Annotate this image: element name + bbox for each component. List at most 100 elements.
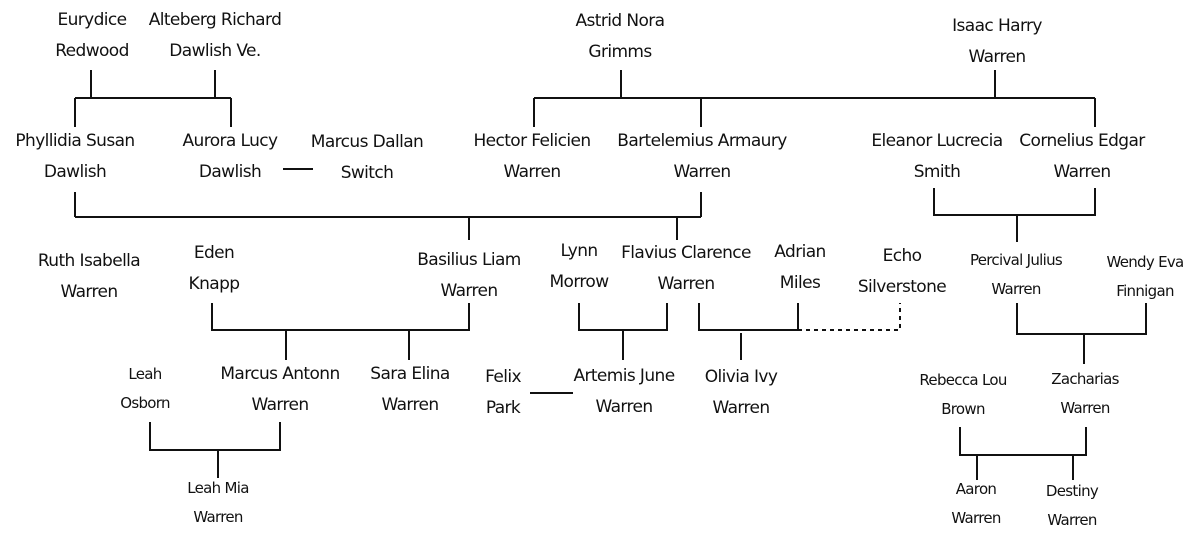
person-name-line: Warren — [193, 508, 243, 526]
person-name-line: Ruth Isabella — [37, 251, 141, 271]
couple-bar-lynn-flavius — [578, 303, 668, 331]
person-name-line: Leah Mia — [187, 479, 249, 497]
person-name-line: Warren — [503, 162, 561, 182]
person-name-line: Marcus Dallan — [310, 132, 424, 152]
person-destiny-warren: Destiny Warren — [1045, 477, 1099, 535]
person-echo-silverstone: Echo Silverstone — [857, 241, 947, 303]
person-hector-warren: Hector Felicien Warren — [473, 126, 591, 188]
person-name-line: Switch — [340, 163, 394, 183]
person-name-line: Warren — [1053, 162, 1111, 182]
couple-bar-leah-marcus — [149, 422, 281, 451]
person-name-line: Miles — [779, 273, 821, 293]
person-name-line: Warren — [60, 282, 118, 302]
person-name-line: Basilius Liam — [417, 250, 521, 270]
person-name-line: Redwood — [55, 41, 129, 61]
person-adrian-miles: Adrian Miles — [774, 237, 826, 299]
person-name-line: Warren — [251, 395, 309, 415]
dashed-link-adrian-echo — [798, 303, 901, 331]
person-rebecca-brown: Rebecca Lou Brown — [919, 366, 1007, 424]
person-name-line: Bartelemius Armaury — [617, 131, 787, 151]
person-name-line: Astrid Nora — [575, 11, 666, 31]
person-aaron-warren: Aaron Warren — [951, 475, 1001, 533]
person-name-line: Smith — [913, 162, 961, 182]
person-name-line: Artemis June — [573, 366, 675, 386]
person-name-line: Warren — [595, 397, 653, 417]
person-name-line: Warren — [381, 395, 439, 415]
person-ruth-warren: Ruth Isabella Warren — [37, 246, 141, 308]
person-marcus-dallan-switch: Marcus Dallan Switch — [310, 127, 424, 189]
person-name-line: Warren — [991, 280, 1041, 298]
person-name-line: Rebecca Lou — [919, 371, 1007, 389]
person-name-line: Sara Elina — [370, 364, 450, 384]
person-name-line: Dawlish Ve. — [169, 41, 261, 61]
person-name-line: Brown — [941, 400, 985, 418]
person-lynn-morrow: Lynn Morrow — [549, 236, 609, 298]
person-marcus-antonn-warren: Marcus Antonn Warren — [220, 359, 340, 421]
person-flavius-warren: Flavius Clarence Warren — [621, 238, 751, 300]
person-name-line: Warren — [657, 274, 715, 294]
person-name-line: Park — [485, 398, 521, 418]
person-isaac-warren: Isaac Harry Warren — [952, 11, 1042, 73]
person-leah-mia-warren: Leah Mia Warren — [187, 474, 249, 532]
person-astrid-grimms: Astrid Nora Grimms — [575, 6, 666, 68]
person-zacharias-warren: Zacharias Warren — [1051, 365, 1119, 423]
person-wendy-finnigan: Wendy Eva Finnigan — [1106, 248, 1184, 306]
person-name-line: Finnigan — [1116, 282, 1174, 300]
person-name-line: Phyllidia Susan — [15, 131, 135, 151]
person-name-line: Eleanor Lucrecia — [871, 131, 1003, 151]
person-cornelius-warren: Cornelius Edgar Warren — [1019, 126, 1145, 188]
person-eden-knapp: Eden Knapp — [188, 238, 241, 300]
person-name-line: Alteberg Richard — [148, 10, 282, 30]
person-name-line: Silverstone — [857, 277, 947, 297]
person-name-line: Percival Julius — [969, 251, 1063, 269]
person-percival-warren: Percival Julius Warren — [969, 246, 1063, 304]
person-name-line: Leah — [128, 365, 162, 383]
person-name-line: Knapp — [188, 274, 241, 294]
person-leah-osborn: Leah Osborn — [120, 360, 170, 418]
couple-bar-flavius-adrian — [698, 303, 799, 331]
couple-bar-eleanor-cornelius — [933, 188, 1096, 216]
person-name-line: Eurydice — [57, 10, 127, 30]
person-artemis-warren: Artemis June Warren — [573, 361, 675, 423]
person-name-line: Grimms — [588, 42, 652, 62]
person-name-line: Echo — [882, 246, 922, 266]
person-name-line: Dawlish — [43, 162, 107, 182]
person-aurora-dawlish: Aurora Lucy Dawlish — [182, 126, 279, 188]
person-name-line: Osborn — [120, 394, 170, 412]
couple-bar-percival-wendy — [1016, 303, 1147, 335]
person-name-line: Adrian — [774, 242, 826, 262]
person-name-line: Warren — [440, 281, 498, 301]
couple-bar-rebecca-zacharias — [959, 427, 1087, 456]
person-basilius-warren: Basilius Liam Warren — [417, 245, 521, 307]
person-name-line: Destiny — [1045, 482, 1099, 500]
person-name-line: Isaac Harry — [952, 16, 1042, 36]
couple-bar-eden-basilius — [211, 303, 470, 331]
person-name-line: Warren — [712, 398, 770, 418]
person-name-line: Eden — [193, 243, 235, 263]
person-olivia-warren: Olivia Ivy Warren — [705, 362, 778, 424]
person-name-line: Warren — [951, 509, 1001, 527]
person-name-line: Felix — [485, 367, 521, 387]
person-name-line: Morrow — [549, 272, 609, 292]
person-name-line: Aaron — [955, 480, 997, 498]
person-alteberg-dawlish: Alteberg Richard Dawlish Ve. — [149, 5, 282, 67]
person-name-line: Marcus Antonn — [220, 364, 340, 384]
person-name-line: Wendy Eva — [1106, 253, 1184, 271]
person-name-line: Zacharias — [1051, 370, 1119, 388]
person-name-line: Cornelius Edgar — [1019, 131, 1145, 151]
person-name-line: Dawlish — [198, 162, 262, 182]
person-name-line: Olivia Ivy — [704, 367, 778, 387]
person-felix-park: Felix Park — [485, 362, 521, 424]
person-eurydice-redwood: Eurydice Redwood — [55, 5, 129, 67]
person-name-line: Hector Felicien — [473, 131, 591, 151]
person-sara-warren: Sara Elina Warren — [370, 359, 450, 421]
person-name-line: Warren — [1047, 511, 1097, 529]
person-eleanor-smith: Eleanor Lucrecia Smith — [871, 126, 1003, 188]
person-phyllidia-dawlish: Phyllidia Susan Dawlish — [15, 126, 135, 188]
person-name-line: Warren — [1060, 399, 1110, 417]
person-name-line: Flavius Clarence — [621, 243, 751, 263]
person-name-line: Lynn — [560, 241, 598, 261]
person-name-line: Warren — [968, 47, 1026, 67]
person-name-line: Aurora Lucy — [182, 131, 279, 151]
